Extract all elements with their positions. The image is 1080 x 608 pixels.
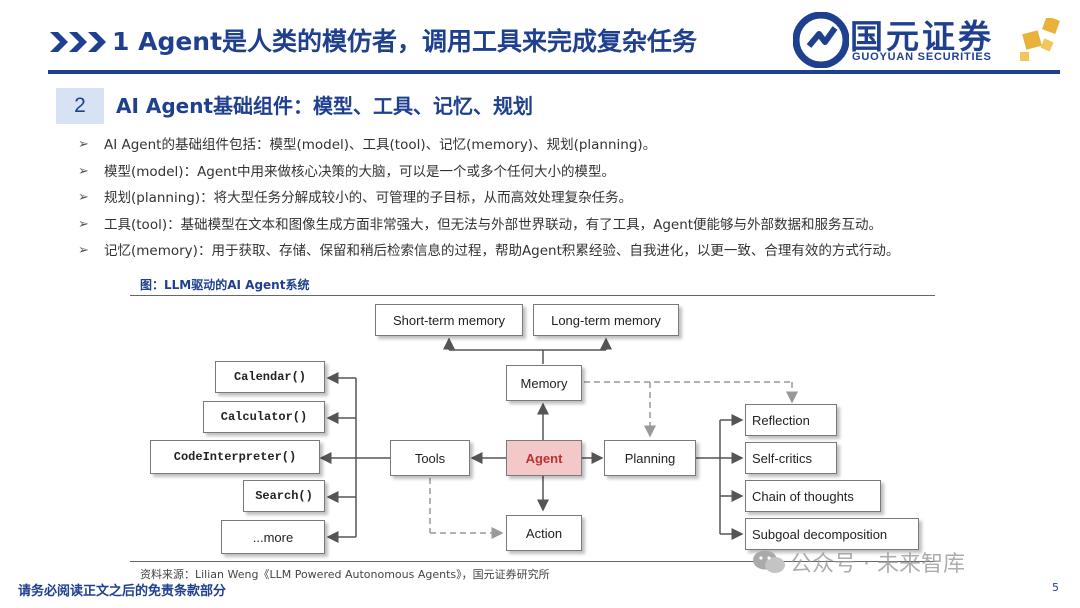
gold-squares-icon: [1020, 18, 1060, 61]
disclaimer-notice: 请务必阅读正文之后的免责条款部分: [18, 584, 227, 599]
header-divider: [48, 70, 1060, 74]
figure-source: 资料来源：Lilian Weng《LLM Powered Autonomous …: [140, 568, 550, 581]
list-item: ➢工具(tool)：基础模型在文本和图像生成方面非常强大，但无法与外部世界联动，…: [74, 212, 1064, 239]
section-title: AI Agent基础组件：模型、工具、记忆、规划: [116, 94, 534, 118]
tools-box: Tools: [390, 440, 470, 476]
list-item: ➢模型(model)：Agent中用来做核心决策的大脑，可以是一个或多个任何大小…: [74, 159, 1064, 186]
arrow-bullet-icon: ➢: [78, 216, 89, 232]
list-item: ➢规划(planning)：将大型任务分解成较小的、可管理的子目标，从而高效处理…: [74, 185, 1064, 212]
arrow-bullet-icon: ➢: [78, 137, 89, 152]
page-number: 5: [1052, 581, 1059, 594]
watermark-text: 公众号 · 未来智库: [790, 552, 965, 577]
figure-bottom-rule: [130, 561, 935, 562]
wechat-icon: [753, 550, 785, 573]
guoyuan-logo-icon: [793, 12, 849, 68]
arrow-bullet-icon: ➢: [78, 190, 89, 205]
list-item: ➢记忆(memory)：用于获取、存储、保留和稍后检索信息的过程，帮助Agent…: [74, 238, 1064, 265]
calendar-tool-box: Calendar(): [215, 361, 325, 393]
figure-top-rule: [130, 295, 935, 296]
planning-box: Planning: [604, 440, 696, 476]
agent-box: Agent: [506, 440, 582, 476]
code-interpreter-tool-box: CodeInterpreter(): [150, 440, 320, 474]
self-critics-box: Self-critics: [745, 442, 837, 474]
page-title: 1 Agent是人类的模仿者，调用工具来完成复杂任务: [112, 27, 698, 56]
list-item: ➢AI Agent的基础组件包括：模型(model)、工具(tool)、记忆(m…: [74, 132, 1064, 159]
logo-english-name: GUOYUAN SECURITIES: [852, 51, 992, 63]
figure-title: 图：LLM驱动的AI Agent系统: [140, 278, 310, 292]
memory-box: Memory: [506, 365, 582, 401]
subgoal-decomposition-box: Subgoal decomposition: [745, 518, 919, 550]
calculator-tool-box: Calculator(): [203, 401, 325, 433]
more-tools-box: ...more: [221, 520, 325, 554]
long-term-memory-box: Long-term memory: [533, 304, 679, 336]
search-tool-box: Search(): [243, 480, 325, 512]
action-box: Action: [506, 515, 582, 551]
arrow-bullet-icon: ➢: [78, 243, 89, 258]
bullet-list: ➢AI Agent的基础组件包括：模型(model)、工具(tool)、记忆(m…: [74, 132, 1064, 265]
short-term-memory-box: Short-term memory: [375, 304, 523, 336]
reflection-box: Reflection: [745, 404, 837, 436]
chevron-arrows-icon: [50, 32, 106, 52]
logo-chinese-name: 国元证券: [850, 17, 994, 56]
section-number: 2: [56, 88, 104, 124]
chain-of-thoughts-box: Chain of thoughts: [745, 480, 881, 512]
arrow-bullet-icon: ➢: [78, 163, 89, 179]
